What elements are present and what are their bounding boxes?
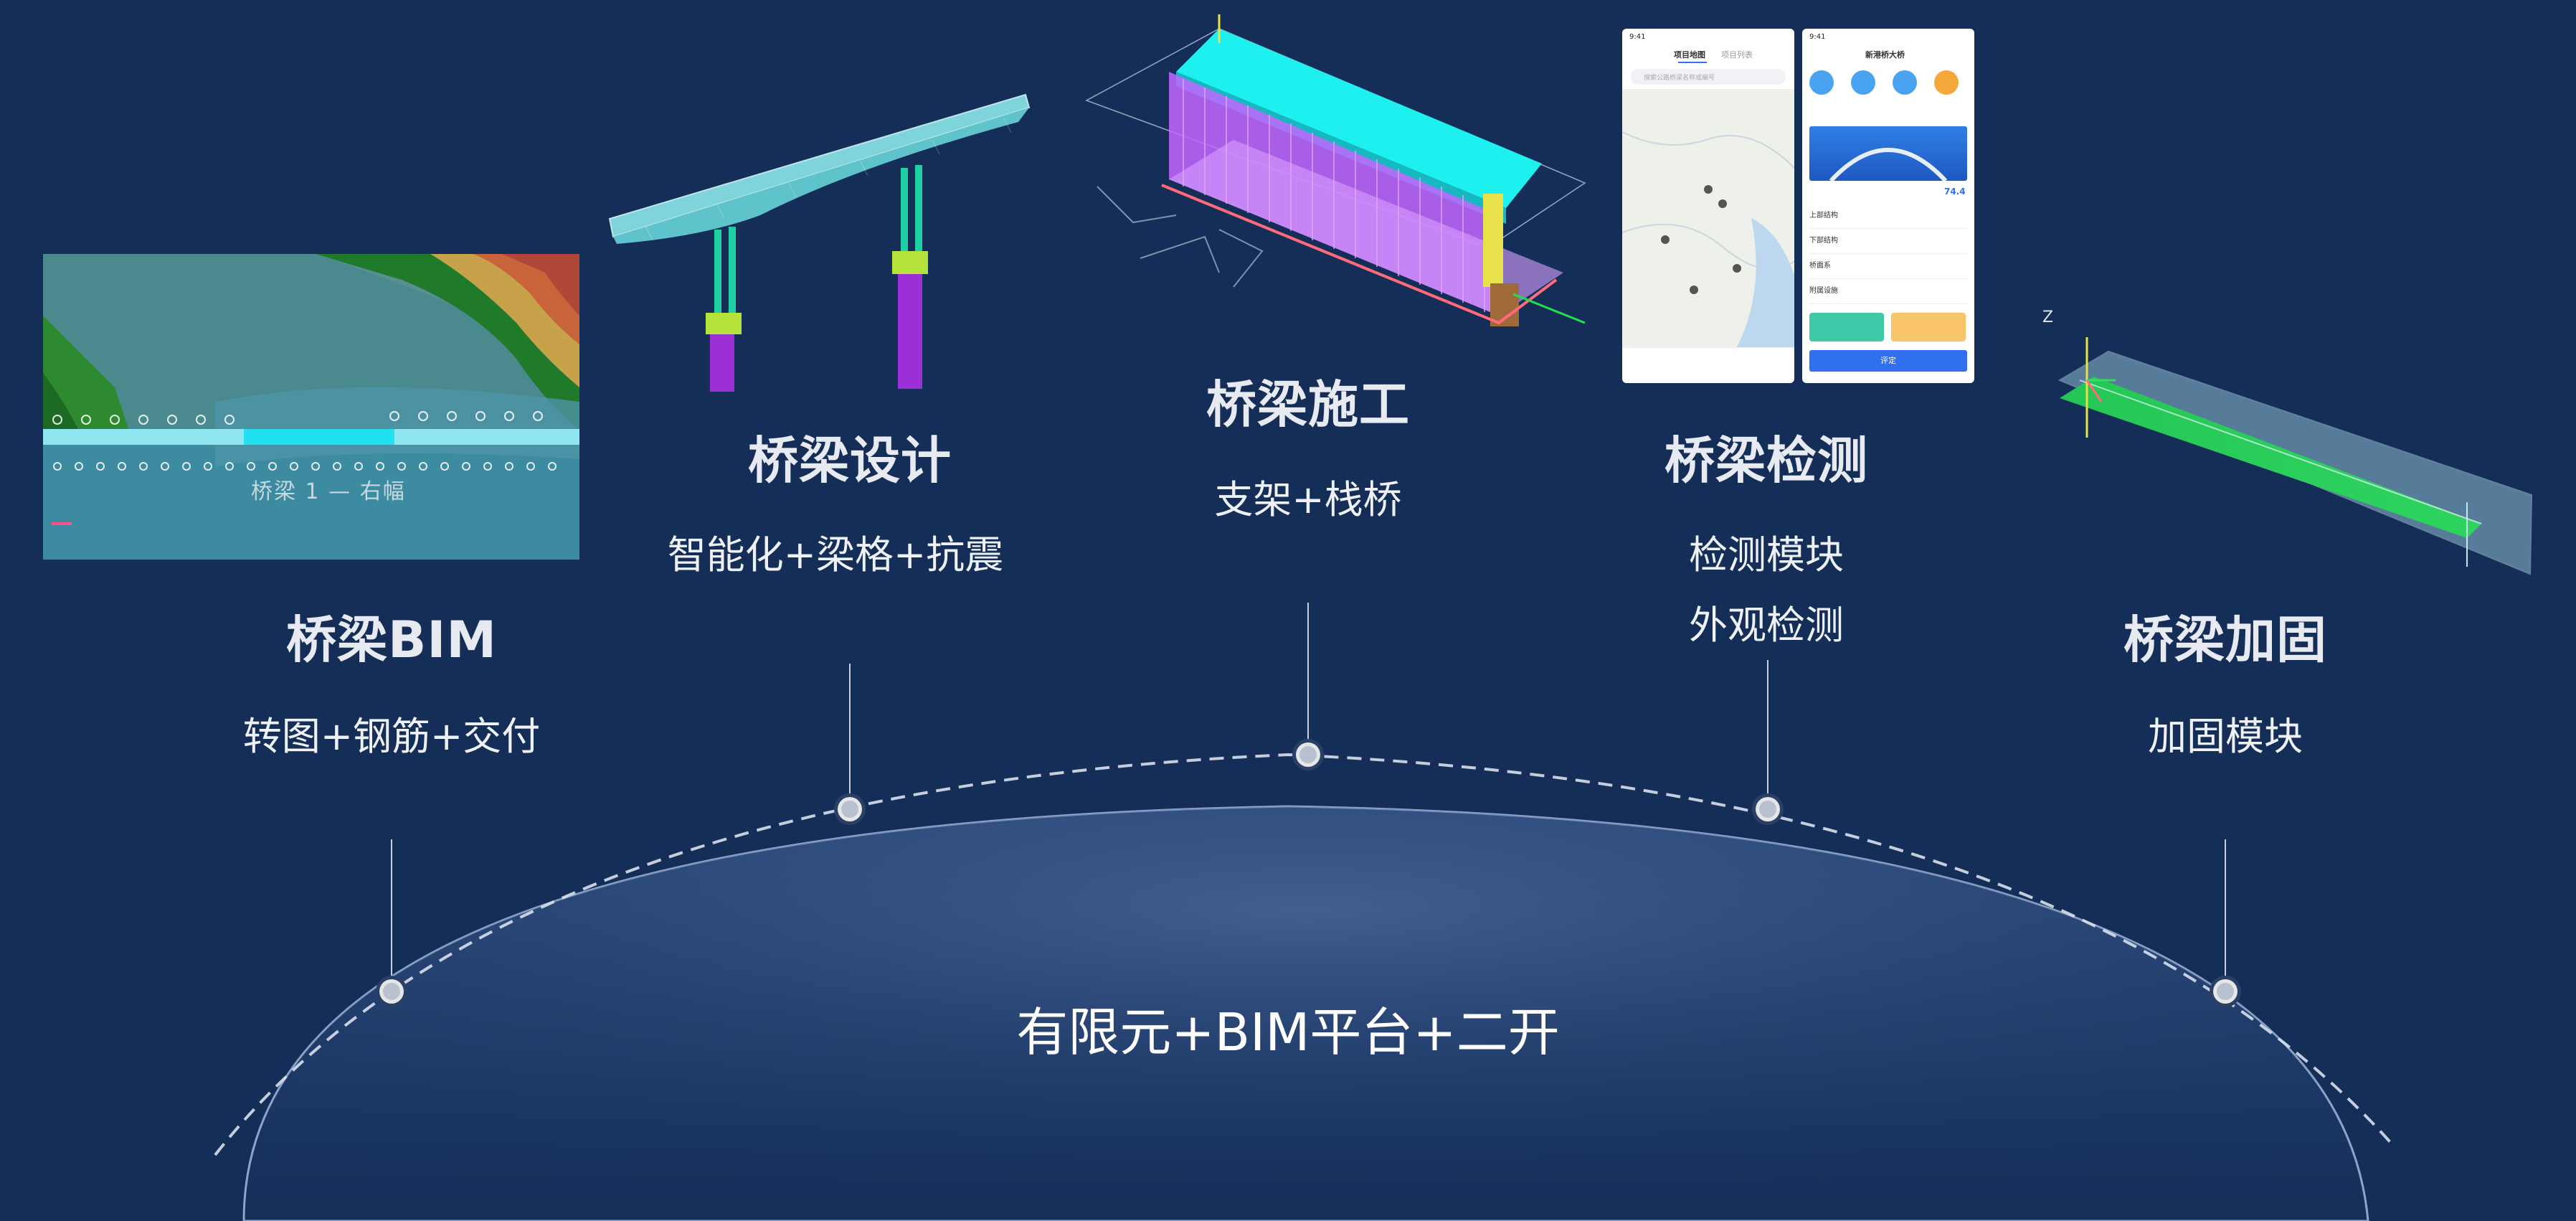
phone-left-tab-map[interactable]: 项目地图	[1674, 50, 1705, 60]
stage-subtitle-reinforce: 加固模块	[2148, 702, 2303, 772]
phone-map-screen: 9:41 项目地图 项目列表 搜索公路桥梁名称或编号	[1622, 29, 1794, 383]
stage-title-design: 桥梁设计	[748, 431, 952, 490]
phone-right-title: 新港桥大桥	[1865, 50, 1905, 60]
bim-image-label: 桥梁 1 — 右幅	[251, 479, 406, 504]
phone-right-photo	[1809, 126, 1967, 183]
phone-right-card-green[interactable]	[1809, 313, 1884, 341]
timeline-dot-bim	[376, 976, 407, 1007]
phone-right-row-2[interactable]: 下部结构	[1809, 229, 1967, 254]
phone-left-tabbar	[1622, 347, 1794, 383]
timeline-dot-reinforce	[2210, 976, 2241, 1007]
bim-terrain-image	[43, 254, 579, 560]
timeline-dot-inspection	[1752, 793, 1784, 825]
timeline-dot-construction	[1292, 739, 1324, 770]
stage-subtitle-inspection: 检测模块 外观检测	[1689, 520, 1844, 661]
phone-right-score: 74.4	[1944, 187, 1966, 197]
bridge-construction-model	[1085, 14, 1586, 326]
stage-subtitle-inspection-line-2: 外观检测	[1689, 603, 1844, 648]
phone-right-row-3[interactable]: 桥面系	[1809, 254, 1967, 279]
stat-circle-2	[1851, 70, 1875, 95]
stage-subtitle-construction-line-1: 支架+栈桥	[1214, 477, 1402, 522]
phone-left-tab-list[interactable]: 项目列表	[1721, 50, 1753, 60]
stage-subtitle-design: 智能化+梁格+抗震	[668, 520, 1004, 590]
stage-subtitle-inspection-line-1: 检测模块	[1689, 532, 1844, 578]
phone-right-card-orange[interactable]	[1891, 313, 1966, 341]
phone-right-row-4[interactable]: 附属设施	[1809, 279, 1967, 304]
stage-subtitle-bim: 转图+钢筋+交付	[243, 702, 541, 772]
phone-right-evaluate-button[interactable]: 评定	[1809, 350, 1967, 372]
bridge-design-model	[608, 93, 1031, 392]
phone-right-row-1[interactable]: 上部结构	[1809, 204, 1967, 229]
stage-title-inspection: 桥梁检测	[1665, 431, 1868, 490]
stat-circle-4	[1934, 70, 1959, 95]
stage-subtitle-bim-line-1: 转图+钢筋+交付	[242, 714, 541, 759]
stat-circle-3	[1893, 70, 1917, 95]
phone-right-time: 9:41	[1809, 33, 1826, 41]
stage-subtitle-construction: 支架+栈桥	[1214, 465, 1401, 535]
bridge-reinforce-model	[2058, 337, 2533, 575]
axis-label-z: Z	[2042, 308, 2054, 326]
stage-title-reinforce: 桥梁加固	[2123, 610, 2327, 669]
stat-circle-1	[1809, 70, 1834, 95]
timeline-dashed-arc	[214, 753, 2397, 1156]
timeline-dot-design	[834, 793, 866, 825]
stage-title-bim: 桥梁BIM	[285, 610, 498, 669]
phone-left-map[interactable]	[1622, 89, 1794, 347]
phone-left-search-placeholder: 搜索公路桥梁名称或编号	[1644, 75, 1715, 82]
phone-detail-screen: 9:41 新港桥大桥 74.4 上部结构 下部结构 桥面系 附属设施 评定	[1802, 29, 1974, 383]
stage-subtitle-design-line-1: 智能化+梁格+抗震	[667, 532, 1004, 578]
stage-subtitle-reinforce-line-1: 加固模块	[2148, 714, 2303, 759]
phone-left-time: 9:41	[1629, 33, 1646, 41]
phone-left-search-input[interactable]: 搜索公路桥梁名称或编号	[1631, 69, 1786, 85]
foundation-label: 有限元+BIM平台+二开	[1016, 1002, 1560, 1062]
stage-title-construction: 桥梁施工	[1206, 375, 1410, 434]
